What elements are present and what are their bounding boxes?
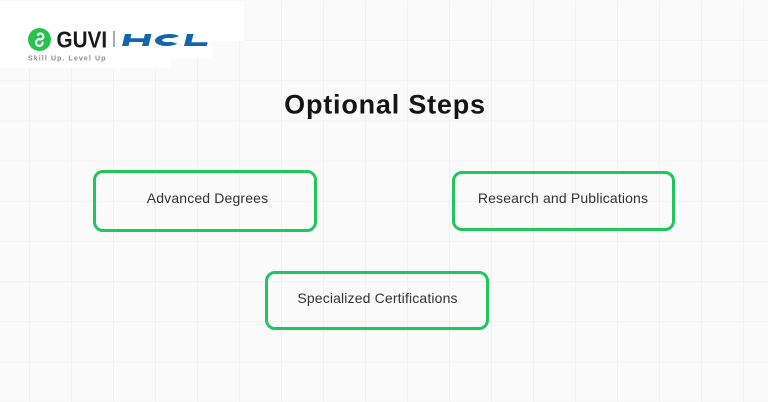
svg-text:Specialized Certifications: Specialized Certifications: [297, 290, 457, 306]
svg-text:Skill Up. Level Up: Skill Up. Level Up: [28, 55, 107, 62]
svg-text:Advanced Degrees: Advanced Degrees: [147, 190, 268, 206]
svg-text:Research and Publications: Research and Publications: [478, 190, 648, 206]
svg-text:Optional Steps: Optional Steps: [284, 90, 486, 120]
svg-text:GUVI: GUVI: [57, 27, 108, 53]
